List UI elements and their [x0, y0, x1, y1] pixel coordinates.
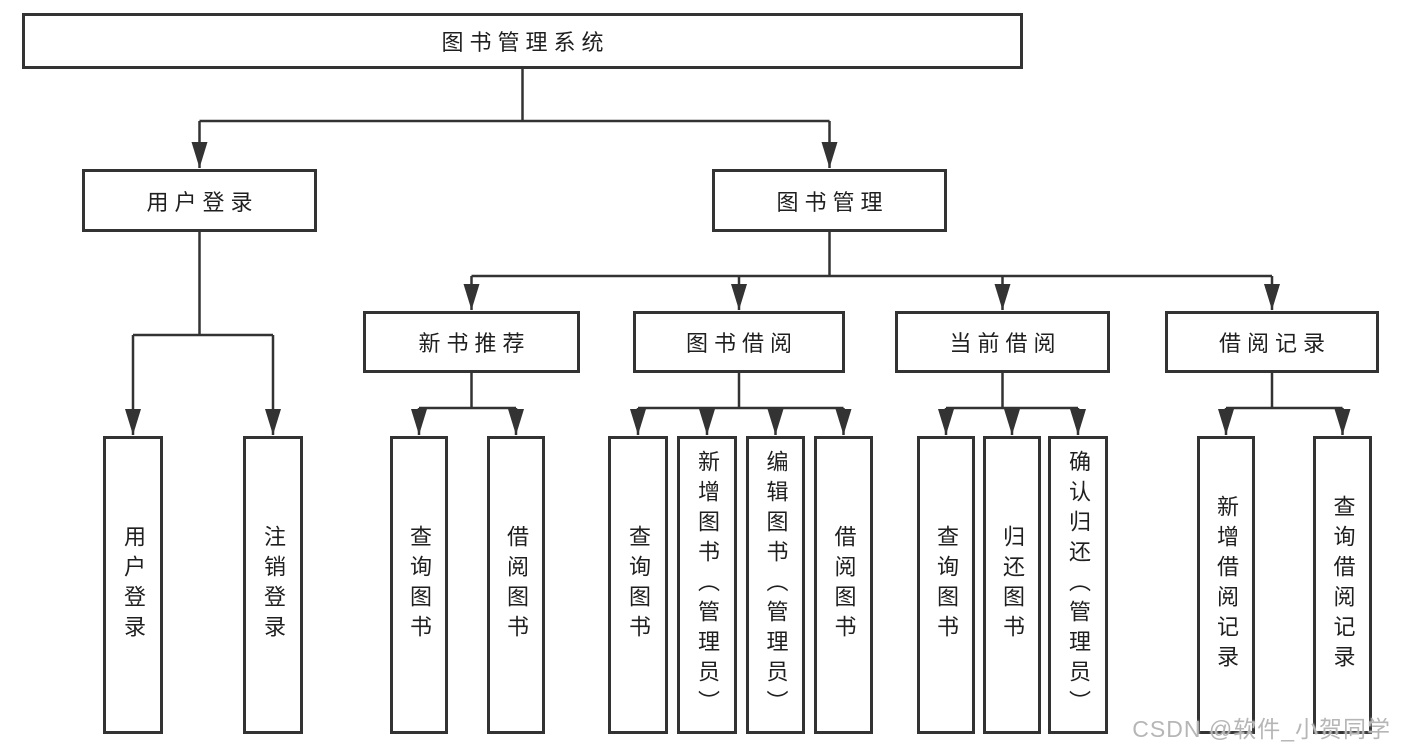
leaf-borrow-books-recommend: 借阅图书	[487, 436, 545, 734]
node-root: 图书管理系统	[22, 13, 1023, 69]
leaf-borrow-books: 借阅图书	[814, 436, 873, 734]
node-user-login: 用户登录	[82, 169, 317, 232]
leaf-add-book-admin: 新增图书（管理员）	[677, 436, 737, 734]
leaf-query-borrow-record: 查询借阅记录	[1313, 436, 1372, 734]
csdn-watermark: CSDN @软件_小贺同学	[1132, 716, 1391, 742]
node-book-borrow: 图书借阅	[633, 311, 845, 373]
leaf-logout: 注销登录	[243, 436, 303, 734]
node-current-borrow: 当前借阅	[895, 311, 1110, 373]
leaf-query-books-current: 查询图书	[917, 436, 975, 734]
leaf-user-login: 用户登录	[103, 436, 163, 734]
leaf-return-books: 归还图书	[983, 436, 1041, 734]
node-borrow-records: 借阅记录	[1165, 311, 1379, 373]
leaf-query-books-borrow: 查询图书	[608, 436, 668, 734]
leaf-edit-book-admin: 编辑图书（管理员）	[746, 436, 805, 734]
leaf-add-borrow-record: 新增借阅记录	[1197, 436, 1255, 734]
leaf-confirm-return-admin: 确认归还（管理员）	[1048, 436, 1108, 734]
node-new-book-recommend: 新书推荐	[363, 311, 580, 373]
leaf-query-books-recommend: 查询图书	[390, 436, 448, 734]
node-book-management: 图书管理	[712, 169, 947, 232]
